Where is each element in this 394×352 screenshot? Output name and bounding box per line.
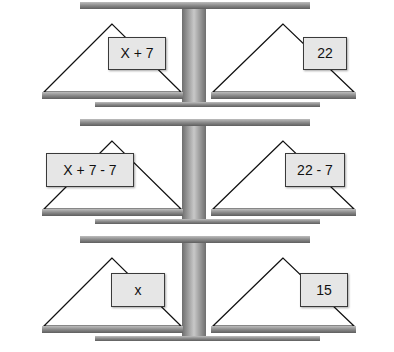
value-box: 22 - 7 [285, 153, 345, 187]
expression-text: 22 [317, 45, 333, 62]
scale-figure [42, 119, 356, 224]
value-box: X + 7 [108, 37, 166, 70]
expression-text: x [135, 282, 142, 299]
scale-figure [42, 2, 356, 107]
value-box: X + 7 - 7 [46, 153, 134, 187]
expression-text: 15 [316, 282, 332, 299]
value-box: x [111, 273, 165, 307]
expression-text: 22 - 7 [297, 162, 333, 179]
value-box: 22 [303, 37, 347, 70]
value-box: 15 [300, 273, 348, 307]
expression-text: X + 7 - 7 [63, 162, 116, 179]
expression-text: X + 7 [120, 45, 153, 62]
scale-figure [42, 236, 356, 341]
